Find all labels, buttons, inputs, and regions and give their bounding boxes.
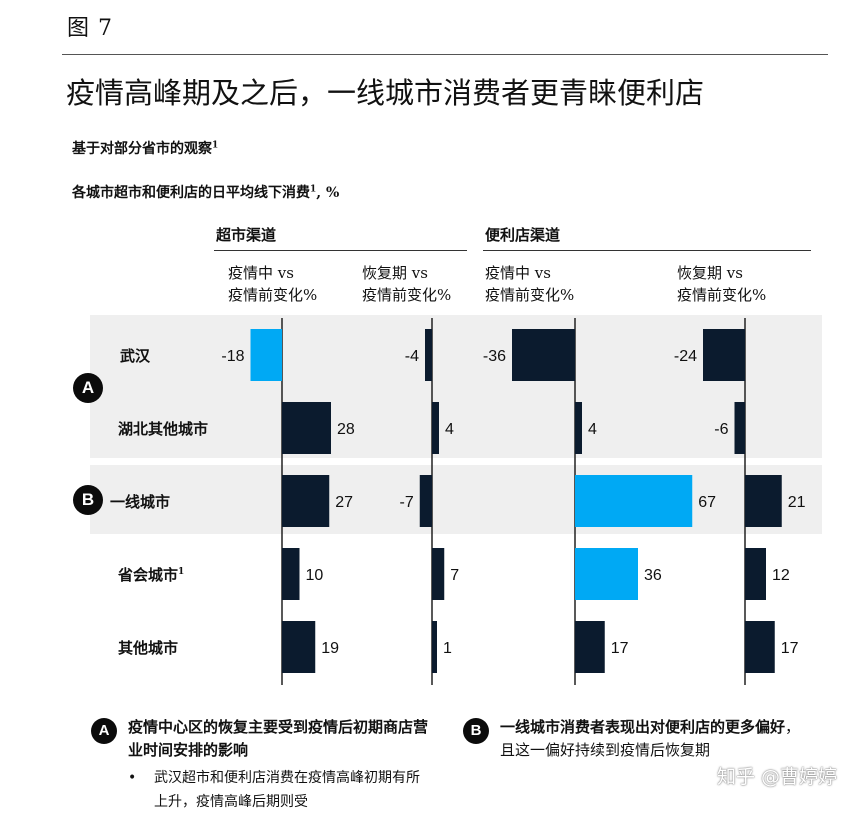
bar-value-label: 10 bbox=[306, 567, 324, 584]
channel-header-supermarket: 超市渠道 bbox=[216, 226, 277, 244]
top-divider bbox=[62, 54, 828, 55]
channel-rule-convenience bbox=[483, 250, 811, 251]
bar bbox=[734, 402, 745, 454]
subtitle-measure-text: 各城市超市和便利店的日平均线下消费 bbox=[72, 185, 310, 201]
bar bbox=[282, 548, 300, 600]
watermark: 知乎 @曹婷婷 bbox=[716, 766, 837, 788]
column-header-line: 疫情中 vs bbox=[228, 264, 294, 282]
group-band-a bbox=[90, 315, 822, 458]
group-badge-a: A bbox=[73, 373, 103, 403]
bar-value-label: -4 bbox=[405, 348, 419, 365]
note-badge-b: B bbox=[463, 718, 489, 744]
column-header-line: 疫情前变化% bbox=[677, 286, 767, 304]
row-label-provincial-capital: 省会城市1 bbox=[118, 564, 184, 585]
column-header-convenience-recovery: 恢复期 vs 疫情前变化% bbox=[677, 262, 766, 306]
bar bbox=[419, 475, 432, 527]
subtitle-measure: 各城市超市和便利店的日平均线下消费1, % bbox=[72, 182, 339, 202]
bar-value-label: 4 bbox=[445, 421, 454, 438]
bar bbox=[250, 329, 282, 381]
bar bbox=[575, 621, 605, 673]
bar bbox=[432, 621, 437, 673]
bar bbox=[432, 548, 445, 600]
bar-value-label: 67 bbox=[698, 494, 716, 511]
bar-value-label: 12 bbox=[772, 567, 790, 584]
bar bbox=[282, 475, 330, 527]
bar bbox=[512, 329, 575, 381]
channel-header-convenience: 便利店渠道 bbox=[485, 226, 561, 244]
note-b-text-light: ，且这一偏好持续到疫情后恢复期 bbox=[500, 718, 801, 759]
row-label-hubei-other-text: 湖北其他城市 bbox=[118, 420, 209, 438]
row-label-hubei-other: 湖北其他城市 bbox=[118, 418, 208, 439]
note-a-bullet-text: 武汉超市和便利店消费在疫情高峰初期有所上升，疫情高峰后期则受 bbox=[154, 770, 420, 810]
row-label-other-cities: 其他城市 bbox=[118, 637, 178, 658]
bar-value-label: 4 bbox=[588, 421, 597, 438]
chart-title: 疫情高峰期及之后，一线城市消费者更青睐便利店 bbox=[66, 76, 705, 110]
row-label-tier1: 一线城市 bbox=[110, 491, 170, 512]
bar bbox=[575, 402, 582, 454]
bar-value-label: 19 bbox=[321, 640, 339, 657]
bar-value-label: 21 bbox=[788, 494, 806, 511]
bar-value-label: -36 bbox=[483, 348, 506, 365]
bar-value-label: 27 bbox=[335, 494, 353, 511]
subtitle-observation: 基于对部分省市的观察1 bbox=[72, 138, 218, 158]
bar-value-label: 1 bbox=[443, 640, 452, 657]
bar-value-label: 28 bbox=[337, 421, 355, 438]
group-badge-b: B bbox=[73, 485, 103, 515]
row-label-provincial-capital-footnote: 1 bbox=[178, 567, 185, 577]
column-header-supermarket-recovery: 恢复期 vs 疫情前变化% bbox=[362, 262, 451, 306]
subtitle-measure-footnote: 1 bbox=[310, 184, 317, 195]
column-header-line: 恢复期 vs bbox=[362, 264, 428, 282]
bar bbox=[703, 329, 745, 381]
bar-value-label: -6 bbox=[714, 421, 728, 438]
bar bbox=[432, 402, 439, 454]
row-label-wuhan: 武汉 bbox=[120, 345, 150, 366]
subtitle-measure-unit: , % bbox=[316, 185, 340, 201]
subtitle-observation-footnote: 1 bbox=[212, 140, 219, 151]
bar-value-label: -18 bbox=[221, 348, 244, 365]
note-b-text-bold: 一线城市消费者表现出对便利店的更多偏好 bbox=[500, 718, 786, 736]
bar-value-label: 17 bbox=[611, 640, 629, 657]
bar-value-label: 7 bbox=[450, 567, 459, 584]
bar bbox=[745, 621, 775, 673]
column-header-line: 疫情前变化% bbox=[485, 286, 575, 304]
bar bbox=[425, 329, 432, 381]
note-badge-a: A bbox=[91, 718, 117, 744]
bar bbox=[575, 475, 693, 527]
bullet-dot: • bbox=[128, 770, 137, 786]
row-label-wuhan-text: 武汉 bbox=[120, 347, 151, 365]
bar-value-label: 36 bbox=[644, 567, 662, 584]
column-header-convenience-peak: 疫情中 vs 疫情前变化% bbox=[485, 262, 574, 306]
bar bbox=[282, 621, 316, 673]
row-label-provincial-capital-text: 省会城市 bbox=[118, 566, 179, 584]
channel-rule-supermarket bbox=[214, 250, 467, 251]
row-label-other-cities-text: 其他城市 bbox=[118, 639, 179, 657]
column-header-line: 恢复期 vs bbox=[677, 264, 743, 282]
note-b-text: 一线城市消费者表现出对便利店的更多偏好，且这一偏好持续到疫情后恢复期 bbox=[500, 716, 810, 762]
group-band-b bbox=[90, 465, 822, 534]
row-label-tier1-text: 一线城市 bbox=[110, 493, 171, 511]
bar-value-label: -24 bbox=[674, 348, 697, 365]
bar bbox=[745, 548, 766, 600]
column-header-supermarket-peak: 疫情中 vs 疫情前变化% bbox=[228, 262, 317, 306]
bar bbox=[745, 475, 782, 527]
note-a-bullet: • 武汉超市和便利店消费在疫情高峰初期有所上升，疫情高峰后期则受 bbox=[128, 766, 428, 814]
column-header-line: 疫情前变化% bbox=[228, 286, 318, 304]
bar bbox=[575, 548, 638, 600]
note-a-text: 疫情中心区的恢复主要受到疫情后初期商店营业时间安排的影响 bbox=[128, 718, 429, 759]
column-header-line: 疫情中 vs bbox=[485, 264, 551, 282]
figure-label: 图 7 bbox=[67, 16, 113, 41]
column-header-line: 疫情前变化% bbox=[362, 286, 452, 304]
bar-value-label: 17 bbox=[781, 640, 799, 657]
bar-value-label: -7 bbox=[400, 494, 414, 511]
subtitle-observation-text: 基于对部分省市的观察 bbox=[72, 141, 212, 157]
bar bbox=[282, 402, 331, 454]
